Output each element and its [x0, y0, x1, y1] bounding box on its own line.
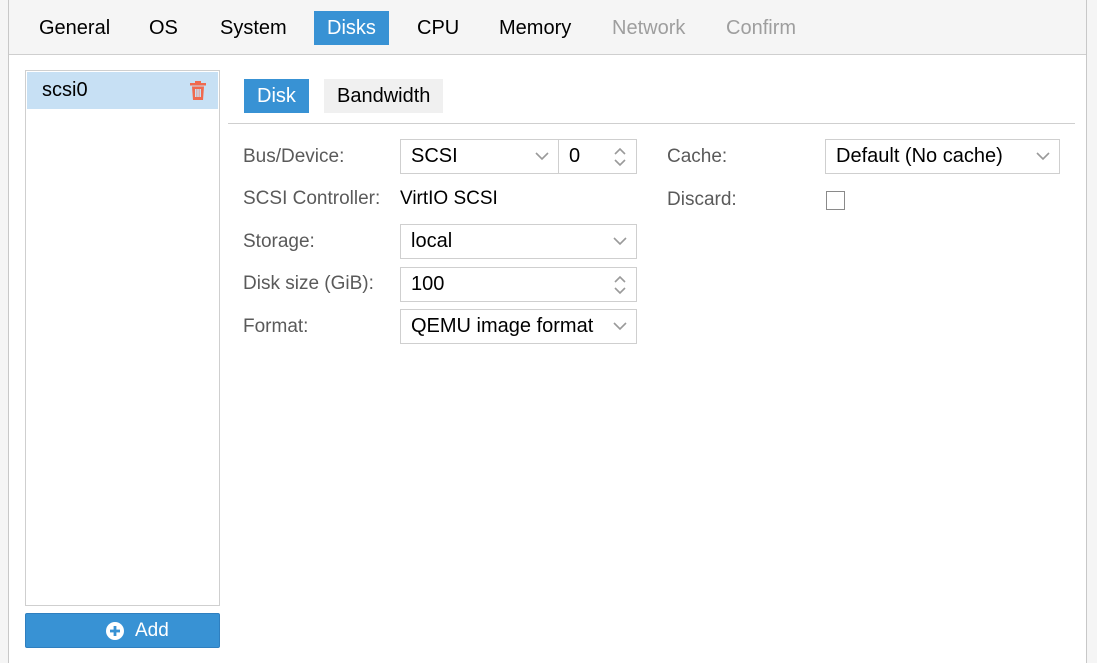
tab-network: Network: [612, 17, 686, 39]
format-label: Format:: [243, 316, 309, 337]
spinner-icon[interactable]: [613, 273, 627, 297]
tab-disks[interactable]: Disks: [314, 11, 389, 45]
disk-size-label: Disk size (GiB):: [243, 273, 374, 294]
device-value: 0: [569, 145, 581, 167]
subtab-divider: [228, 123, 1075, 124]
chevron-down-icon: [613, 322, 627, 331]
discard-label: Discard:: [667, 189, 737, 210]
scsi-controller-label: SCSI Controller:: [243, 188, 381, 209]
disk-item-label: scsi0: [42, 79, 88, 101]
storage-value: local: [411, 230, 453, 252]
tab-memory[interactable]: Memory: [499, 17, 572, 39]
tab-cpu[interactable]: CPU: [417, 17, 460, 39]
bus-value: SCSI: [411, 145, 458, 167]
tab-system[interactable]: System: [220, 17, 287, 39]
vm-create-dialog: General OS System Disks CPU Memory Netwo…: [8, 0, 1087, 663]
disk-size-value: 100: [411, 273, 445, 295]
cache-select[interactable]: Default (No cache): [825, 139, 1060, 174]
subtab-disk[interactable]: Disk: [244, 79, 309, 113]
disk-list: scsi0: [25, 70, 220, 606]
disk-list-item[interactable]: scsi0: [27, 72, 218, 109]
plus-circle-icon: [106, 622, 124, 640]
format-value: QEMU image format: [411, 315, 594, 337]
spinner-icon[interactable]: [613, 145, 627, 169]
add-disk-button[interactable]: Add: [25, 613, 220, 648]
discard-checkbox[interactable]: [826, 191, 845, 210]
chevron-down-icon: [535, 152, 549, 161]
disk-size-input[interactable]: 100: [400, 267, 637, 302]
bus-device-label: Bus/Device:: [243, 146, 345, 167]
cache-value: Default (No cache): [836, 145, 1003, 167]
tab-general[interactable]: General: [39, 17, 111, 39]
device-number-stepper[interactable]: 0: [558, 139, 637, 174]
storage-label: Storage:: [243, 231, 315, 252]
trash-icon[interactable]: [190, 81, 206, 100]
format-select[interactable]: QEMU image format: [400, 309, 637, 344]
scsi-controller-value: VirtIO SCSI: [400, 188, 498, 209]
add-label: Add: [135, 620, 169, 641]
wizard-tabbar: General OS System Disks CPU Memory Netwo…: [9, 0, 1086, 55]
tab-os[interactable]: OS: [149, 17, 178, 39]
cache-label: Cache:: [667, 146, 728, 167]
chevron-down-icon: [1036, 152, 1050, 161]
storage-select[interactable]: local: [400, 224, 637, 259]
tab-confirm: Confirm: [726, 17, 797, 39]
subtab-bandwidth[interactable]: Bandwidth: [324, 79, 444, 113]
bus-select[interactable]: SCSI: [400, 139, 559, 174]
chevron-down-icon: [613, 237, 627, 246]
